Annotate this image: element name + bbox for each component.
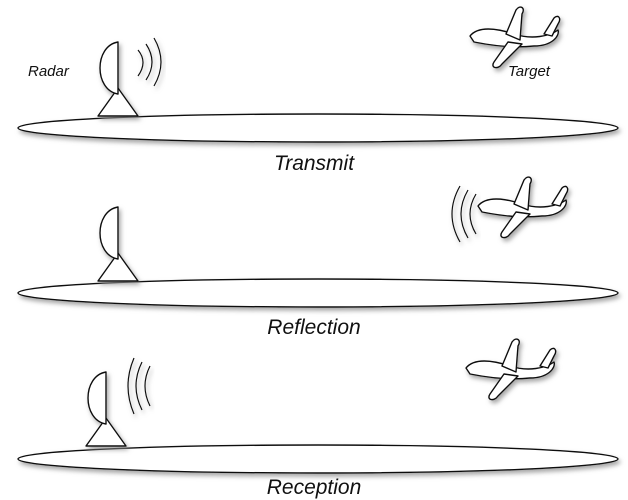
ground-ellipse xyxy=(17,113,619,143)
target-label: Target xyxy=(508,63,551,80)
airplane-icon xyxy=(469,6,561,69)
ground-ellipse xyxy=(17,278,619,308)
signal-waves-icon xyxy=(137,37,162,87)
panel-caption: Reflection xyxy=(267,316,360,339)
radar-dish-icon xyxy=(85,371,127,447)
signal-waves-icon xyxy=(127,357,151,415)
radar-dish-icon xyxy=(97,41,139,117)
signal-waves-icon xyxy=(451,185,477,243)
panel-reception: Reception xyxy=(17,338,619,499)
panel-caption: Reception xyxy=(267,476,362,499)
airplane-icon xyxy=(477,176,569,239)
panel-reflection: Reflection xyxy=(17,176,619,339)
radar-dish-icon xyxy=(97,206,139,282)
panel-caption: Transmit xyxy=(274,152,355,175)
airplane-icon xyxy=(465,338,557,401)
panel-transmit: Radar Target Transmit xyxy=(17,6,619,175)
radar-label: Radar xyxy=(28,63,70,80)
ground-ellipse xyxy=(17,444,619,474)
